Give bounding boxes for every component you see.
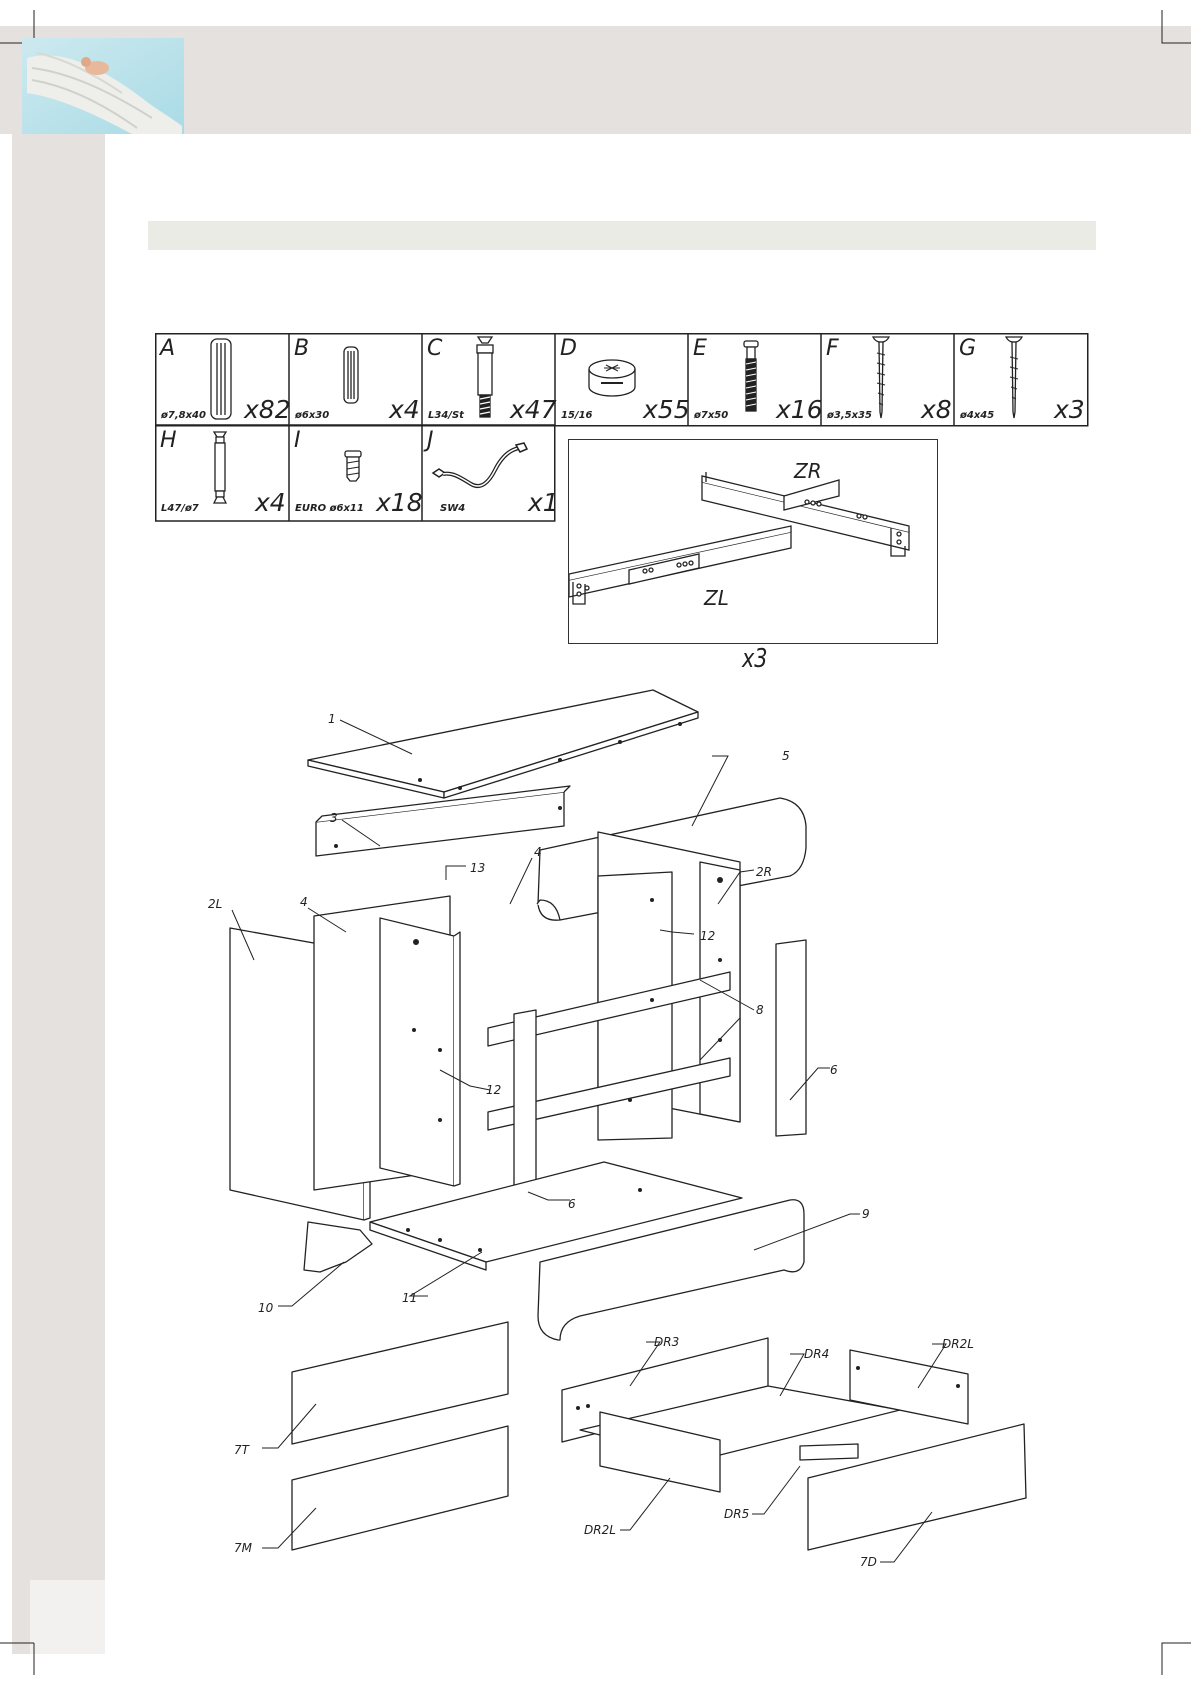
part-label: 2R xyxy=(756,865,772,879)
part-label: DR2L xyxy=(584,1523,616,1537)
part-label: 5 xyxy=(782,749,790,763)
part-label: 4 xyxy=(300,895,308,909)
part-label: 11 xyxy=(402,1291,417,1305)
part-label: 7M xyxy=(234,1541,253,1555)
part-label: 8 xyxy=(756,1003,764,1017)
part-label: DR4 xyxy=(804,1347,829,1361)
part-label: DR3 xyxy=(654,1335,679,1349)
part-label: 4 xyxy=(534,845,542,859)
part-label: 7D xyxy=(860,1555,877,1569)
part-label: 3 xyxy=(330,811,338,825)
part-label: 13 xyxy=(470,861,485,875)
part-label: 2L xyxy=(208,897,222,911)
part-label: DR5 xyxy=(724,1507,749,1521)
part-label: 1 xyxy=(328,712,336,726)
part-label: 12 xyxy=(700,929,715,943)
part-label: 7T xyxy=(234,1443,251,1457)
part-label: 12 xyxy=(486,1083,501,1097)
part-label: 10 xyxy=(258,1301,274,1315)
part-label: 6 xyxy=(830,1063,838,1077)
part-label: DR2L xyxy=(942,1337,974,1351)
part-label: 6 xyxy=(568,1197,576,1211)
part-label: 9 xyxy=(862,1207,870,1221)
